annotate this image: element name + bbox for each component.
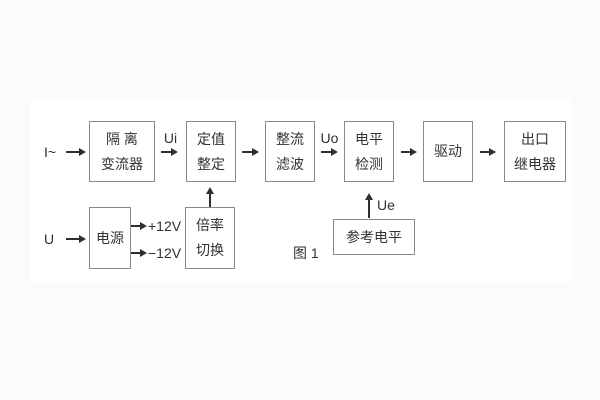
block-setpoint-adjust: 定值 整定 [186,121,236,182]
block-line: 整流 [276,130,304,147]
block-reference-level: 参考电平 [333,219,415,255]
block-line: 驱动 [434,143,462,159]
block-line: 倍率 [196,217,224,233]
label-plus-12v: +12V [148,218,182,234]
label-input-voltage: U [44,231,55,247]
arrow-input-current-to-isolation [66,151,80,153]
block-line: 隔 离 [106,130,138,147]
block-line: 整定 [197,155,225,172]
block-line: 出口 [521,130,549,147]
arrow-rectify-to-level [321,151,332,153]
block-line: 继电器 [514,155,556,172]
block-line: 切换 [196,242,224,258]
block-isolation-transformer: 隔 离 变流器 [89,121,155,182]
arrow-drive-to-output [480,151,490,153]
label-minus-12v: −12V [148,245,182,261]
block-drive: 驱动 [423,121,473,182]
arrow-setpoint-to-rectify [242,151,253,153]
block-rectify-filter: 整流 滤波 [265,121,315,182]
block-line: 滤波 [276,155,304,172]
arrow-reference-to-level [368,199,370,218]
label-ui: Ui [163,130,178,146]
arrow-ratio-to-setpoint [209,193,211,207]
block-line: 检测 [355,155,383,172]
label-uo: Uo [320,130,339,146]
block-line: 定值 [197,130,225,147]
block-line: 变流器 [101,155,143,172]
block-level-detect: 电平 检测 [344,121,394,182]
block-line: 参考电平 [346,228,402,245]
arrow-power-plus12v [131,225,141,227]
block-output-relay: 出口 继电器 [504,121,566,182]
label-ue: Ue [377,197,395,213]
label-input-current: I~ [44,144,57,160]
arrow-level-to-drive [401,151,411,153]
block-line: 电平 [355,130,383,147]
arrow-power-minus12v [131,252,141,254]
block-power-supply: 电源 [89,207,131,269]
block-line: 电源 [96,229,124,246]
arrow-isolation-to-setpoint [161,151,172,153]
arrow-input-voltage-to-power [66,238,80,240]
block-ratio-switch: 倍率 切换 [185,207,235,269]
figure-caption: 图 1 [293,245,319,261]
